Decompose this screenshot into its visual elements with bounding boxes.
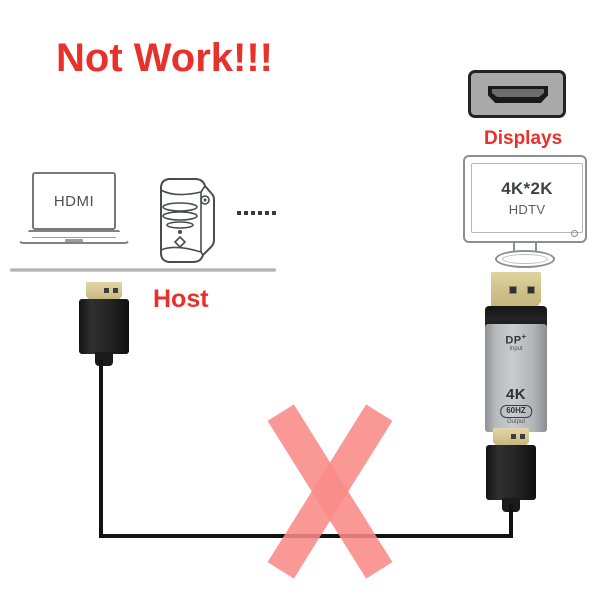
x-mark-stroke	[267, 403, 393, 579]
monitor-bezel: 4K*2K HDTV	[463, 155, 587, 243]
monitor-power-led	[571, 230, 578, 237]
cable-segment-horizontal-bottom	[99, 534, 513, 538]
adapter-collar	[485, 306, 547, 328]
dp-plug-contact	[509, 286, 517, 294]
laptop-screen: HDMI	[32, 172, 116, 230]
hdmi-port-icon	[468, 70, 566, 118]
adapter-output-caption: Output	[506, 419, 525, 425]
displayport-male-plug	[491, 272, 541, 310]
adapter-input-label: DP+	[485, 332, 547, 347]
laptop-icon: HDMI	[18, 172, 130, 254]
ellipsis-dot	[272, 211, 276, 215]
hdmi-connector-shell	[486, 445, 536, 500]
ellipsis-dot	[251, 211, 255, 215]
hdmi-pin	[104, 288, 109, 293]
adapter-body: DP+ Input 4K 60HZ Output	[485, 324, 547, 432]
monitor-resolution-label: 4K*2K	[501, 179, 553, 198]
adapter-output-resolution: 4K	[506, 386, 526, 403]
dp-to-hdmi-adapter: DP+ Input 4K 60HZ Output	[483, 272, 549, 432]
hdmi-connector-gold-tip	[493, 428, 529, 448]
ellipsis-dot	[258, 211, 262, 215]
adapter-input-caption: Input	[509, 346, 523, 352]
hdmi-connector-strain-relief	[95, 352, 113, 366]
hdmi-connector-shell	[79, 299, 129, 354]
host-label: Host	[153, 285, 209, 313]
monitor-icon: 4K*2K HDTV	[463, 155, 587, 268]
monitor-screen: 4K*2K HDTV	[471, 163, 583, 233]
laptop-trackpad	[65, 239, 83, 242]
laptop-screen-label: HDMI	[53, 192, 95, 210]
monitor-stand-base-inner	[502, 254, 548, 264]
laptop-keyboard-edge	[32, 231, 116, 238]
ellipsis-dot	[237, 211, 241, 215]
desktop-tower-icon	[155, 174, 217, 266]
hdmi-pin	[113, 288, 118, 293]
hdmi-connector-gold-tip	[86, 282, 122, 302]
adapter-input-superscript: +	[521, 332, 527, 341]
cable-segment-vertical-right	[509, 504, 513, 538]
cable-segment-vertical-left	[99, 360, 103, 538]
dp-plug-contact	[527, 286, 535, 294]
hdmi-pin	[511, 434, 516, 439]
page-title: Not Work!!!	[56, 36, 273, 80]
hdmi-male-connector-left	[79, 282, 129, 376]
monitor-stand-neck	[513, 242, 537, 253]
ellipsis-dot	[244, 211, 248, 215]
desk-surface-line	[10, 268, 276, 272]
hdmi-male-connector-right	[486, 428, 536, 522]
displays-label: Displays	[484, 128, 563, 149]
x-mark-stroke	[267, 403, 393, 579]
ellipsis-dot	[265, 211, 269, 215]
hdmi-pin	[520, 434, 525, 439]
hdmi-port-contacts	[492, 89, 544, 97]
adapter-input-port-text: DP	[505, 334, 522, 347]
monitor-type-label: HDTV	[508, 202, 546, 217]
incompatible-x-mark	[250, 403, 410, 579]
more-devices-ellipsis	[237, 211, 276, 215]
adapter-output-refresh: 60HZ	[500, 405, 532, 418]
